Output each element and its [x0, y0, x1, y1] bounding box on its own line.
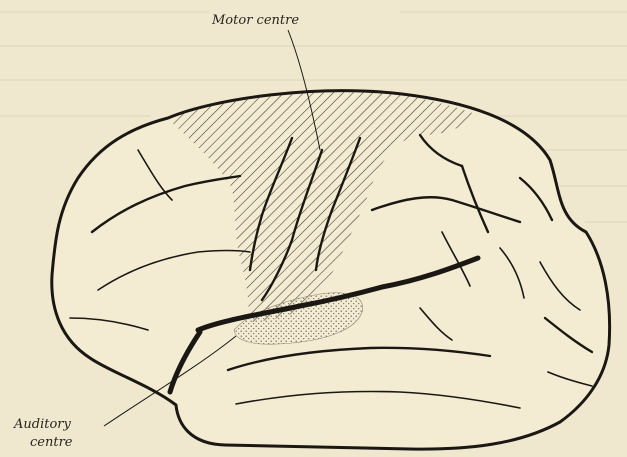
- auditory-label-line2: centre: [30, 435, 73, 450]
- motor-centre-label: Motor centre: [211, 13, 299, 28]
- auditory-label-line1: Auditory: [13, 417, 72, 432]
